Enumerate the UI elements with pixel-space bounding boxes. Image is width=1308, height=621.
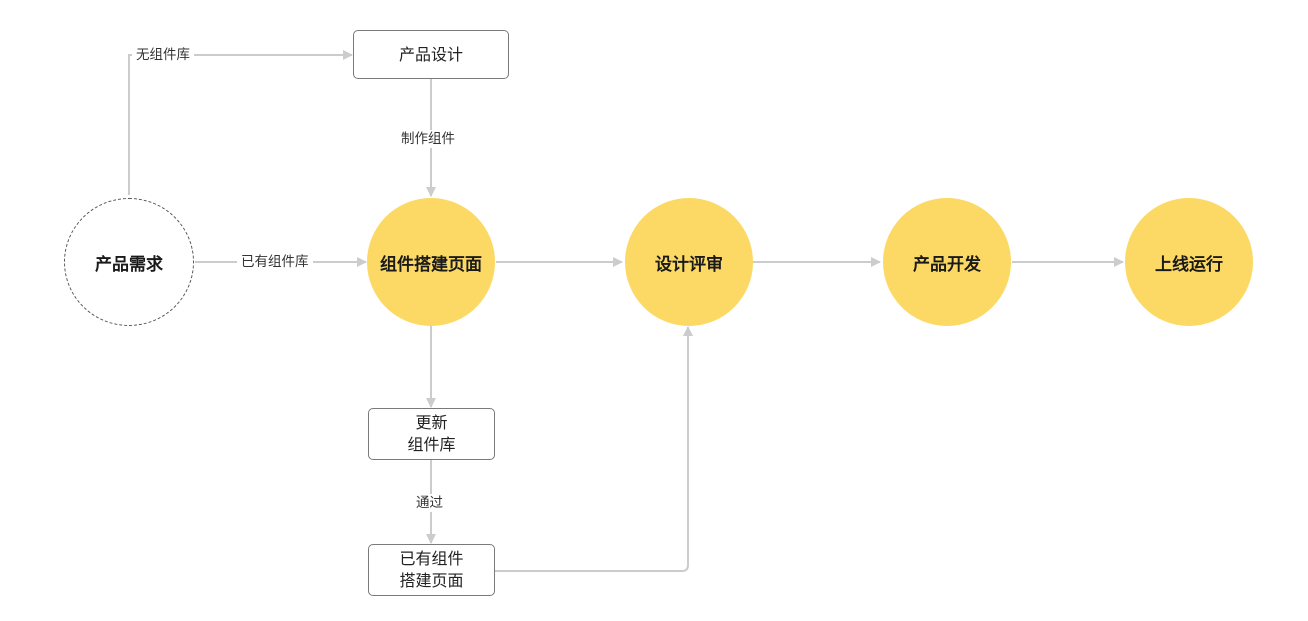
edge-label-make-components: 制作组件 (397, 130, 459, 148)
edge-existing-to-review (495, 326, 693, 572)
edge-label-no-library: 无组件库 (132, 46, 194, 64)
node-component-build-page: 组件搭建页面 (367, 198, 495, 326)
node-design-review: 设计评审 (625, 198, 753, 326)
node-design-review-label: 设计评审 (655, 254, 723, 275)
node-go-live-label: 上线运行 (1155, 254, 1223, 275)
edge-label-passed: 通过 (412, 494, 447, 512)
node-existing-build-page-line-1: 已有组件 (399, 549, 464, 568)
node-product-design-label: 产品设计 (398, 44, 463, 64)
node-go-live: 上线运行 (1125, 198, 1253, 326)
edge-label-has-library: 已有组件库 (237, 253, 313, 271)
node-product-dev-label: 产品开发 (913, 254, 981, 275)
node-existing-build-page-line-2: 搭建页面 (399, 571, 464, 590)
node-update-library-line-2: 组件库 (407, 435, 456, 454)
node-product-design: 产品设计 (353, 30, 509, 79)
node-component-build-page-label: 组件搭建页面 (380, 254, 482, 275)
node-existing-build-page: 已有组件 搭建页面 (368, 544, 495, 596)
node-product-requirement-label: 产品需求 (95, 254, 163, 275)
node-update-library: 更新 组件库 (368, 408, 495, 460)
node-product-requirement: 产品需求 (64, 198, 194, 326)
node-update-library-line-1: 更新 (415, 413, 448, 432)
edge-no-library (128, 50, 353, 195)
node-product-dev: 产品开发 (883, 198, 1011, 326)
